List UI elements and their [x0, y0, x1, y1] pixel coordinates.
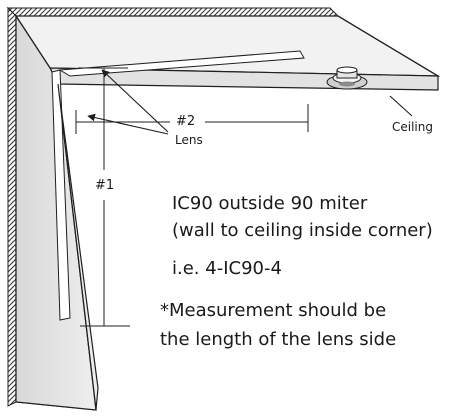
wall-texture — [6, 6, 340, 407]
example-part-number: i.e. 4-IC90-4 — [172, 258, 282, 279]
measurement-note-line-1: *Measurement should be — [160, 300, 387, 321]
dimension-vertical — [78, 67, 130, 327]
lens-pointers — [87, 69, 169, 135]
ceiling-arm — [14, 15, 441, 91]
wall-arm — [15, 13, 99, 411]
dimension-horizontal — [75, 104, 309, 134]
title-line-1: IC90 outside 90 miter — [172, 193, 368, 214]
ceiling-light-icon — [326, 66, 368, 90]
dimension-1-label: #1 — [95, 178, 115, 193]
lens-label: Lens — [175, 133, 203, 147]
measurement-note-line-2: the length of the lens side — [160, 329, 397, 350]
ceiling-pointer — [389, 95, 413, 117]
title-line-2: (wall to ceiling inside corner) — [172, 220, 433, 241]
dimension-2-label: #2 — [176, 114, 196, 129]
ceiling-label: Ceiling — [392, 120, 433, 134]
